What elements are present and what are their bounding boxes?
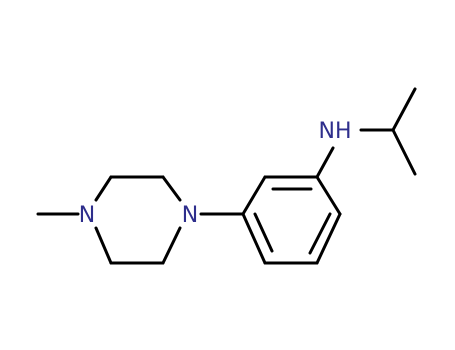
atom-nh-amine: NH xyxy=(319,119,352,144)
bond-ch-to-methyl-down xyxy=(391,128,417,176)
bond-ring-to-nh xyxy=(315,146,335,179)
bond-ch-to-methyl-up xyxy=(391,87,417,132)
benzene-ring xyxy=(241,175,342,265)
pip-bond-1 xyxy=(161,175,182,202)
atom-n-methyl: N xyxy=(79,203,95,228)
atom-n-aryl: N xyxy=(182,203,198,228)
ring-double-bond-right xyxy=(308,212,332,255)
ring-bond-3 xyxy=(315,175,342,216)
ring-bond-1 xyxy=(241,175,267,216)
pip-bond-6 xyxy=(161,226,182,265)
ring-bond-6 xyxy=(241,212,267,265)
pip-bond-3 xyxy=(94,175,113,202)
pip-bond-4 xyxy=(94,226,113,265)
ring-double-bond-left xyxy=(253,212,274,253)
ring-bond-4 xyxy=(315,212,342,265)
piperazine-ring xyxy=(94,175,182,265)
